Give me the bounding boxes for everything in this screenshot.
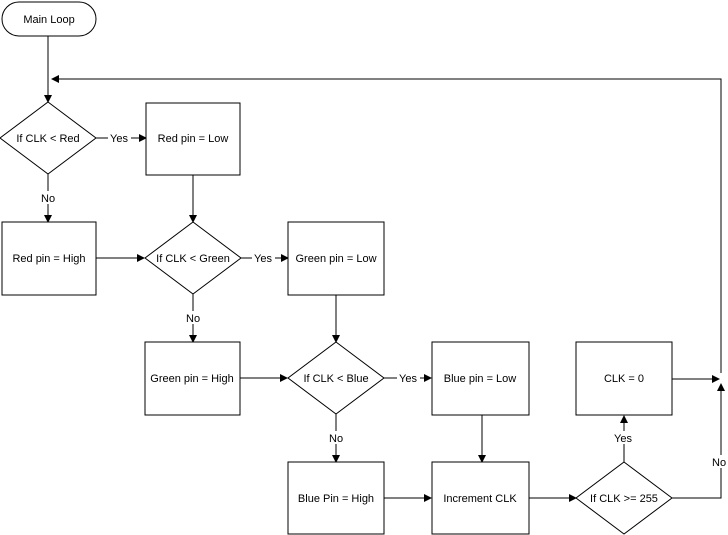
process-green-pin-low: Green pin = Low [287,221,385,296]
decision-clk-red: If CLK < Red [0,101,97,175]
edge-label-blue-yes: Yes [399,373,417,385]
edge-label-green-yes: Yes [254,253,272,265]
decision-clk-blue: If CLK < Blue [287,341,385,415]
decision-clk-blue-label: If CLK < Blue [303,373,368,385]
connector-255-no [672,383,725,499]
start-label: Main Loop [23,14,74,26]
decision-clk-green-label: If CLK < Green [156,253,230,265]
edge-label-green-no: No [186,313,200,325]
process-clk-zero-label: CLK = 0 [604,373,644,385]
process-green-pin-low-label: Green pin = Low [295,253,376,265]
process-clk-zero: CLK = 0 [575,341,673,416]
edge-label-red-no: No [41,193,55,205]
process-green-pin-high-label: Green pin = High [150,373,233,385]
edge-label-red-yes: Yes [110,133,128,145]
process-blue-pin-high-label: Blue Pin = High [298,493,374,505]
process-red-pin-high: Red pin = High [1,221,97,296]
process-blue-pin-low-label: Blue pin = Low [444,373,517,385]
decision-clk-255: If CLK >= 255 [575,461,673,535]
process-red-pin-low-label: Red pin = Low [158,133,229,145]
process-increment-clk-label: Increment CLK [443,493,517,505]
process-blue-pin-high: Blue Pin = High [287,461,385,535]
edge-label-255-no: No [712,457,726,469]
decision-clk-green: If CLK < Green [144,221,242,295]
process-green-pin-high: Green pin = High [144,341,241,416]
decision-clk-255-label: If CLK >= 255 [590,493,658,505]
process-increment-clk: Increment CLK [431,461,530,535]
decision-clk-red-label: If CLK < Red [16,133,79,145]
edge-label-blue-no: No [329,433,343,445]
start-terminal: Main Loop [1,1,97,37]
connector-loop-return [51,75,722,373]
process-red-pin-low: Red pin = Low [145,102,241,176]
process-red-pin-high-label: Red pin = High [12,253,85,265]
edge-label-255-yes: Yes [614,433,632,445]
process-blue-pin-low: Blue pin = Low [431,341,530,416]
